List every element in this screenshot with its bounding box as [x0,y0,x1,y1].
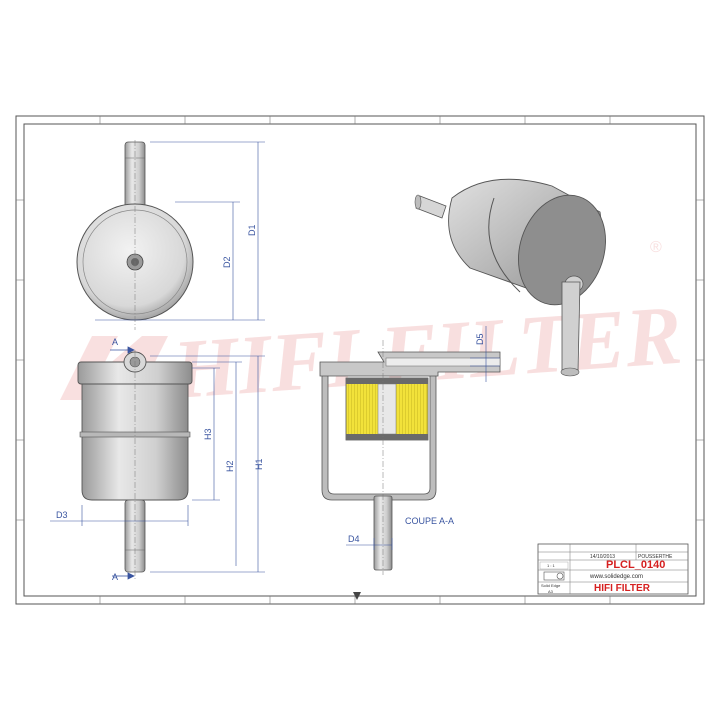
isometric-outlet-pipe [561,281,581,373]
dimension-h3 [192,367,220,501]
dimension-h3-label: H3 [203,428,213,440]
title-block-scale: 1 : 1 [547,563,556,568]
section-view-core [377,383,397,435]
section-view [319,340,501,575]
title-block: 14/10/2013 POUSSERTHE PLCL_0140 www.soli… [537,543,689,595]
dimension-h1-label: H1 [254,458,264,470]
isometric-ring [488,197,521,293]
dimension-d2-label: D2 [222,256,232,268]
section-marker-top-label: A [112,337,118,347]
dimension-d4-label: D4 [348,534,360,544]
title-block-website: www.solidedge.com [589,574,643,580]
title-block-sheet-label: A3 [548,589,554,594]
dimension-d4 [346,538,393,550]
title-block-brand: HIFI FILTER [594,583,651,594]
dimension-d3 [50,505,189,526]
section-view-label: COUPE A-A [405,516,454,526]
dimension-d1-label: D1 [247,224,257,236]
center-mark-icon [353,592,361,600]
front-view [77,350,193,580]
dimension-h2-label: H2 [225,460,235,472]
dimension-h2 [192,361,242,566]
section-marker-bottom-label: A [112,572,118,582]
title-block-author: POUSSERTHE [638,554,673,560]
title-block-date: 14/10/2013 [590,554,615,560]
dimension-d3-label: D3 [56,510,68,520]
dimension-d2 [175,201,240,320]
title-block-software: Solid Edge [541,583,561,588]
watermark-registered-mark: ® [650,239,662,256]
border-ticks [16,116,704,604]
dimension-d5-label: D5 [475,333,485,345]
isometric-end-cap [518,194,606,306]
dimension-d5 [470,326,500,382]
top-view [76,140,194,330]
section-view-outlet-channel [385,357,501,367]
dimension-d1 [95,141,265,321]
isometric-view [414,178,606,377]
section-marker-bottom [112,572,135,580]
dimension-h1 [150,355,265,573]
title-block-part-number: PLCL_0140 [606,559,665,571]
section-marker-top [110,346,135,354]
title-block-projection-icon [543,571,565,581]
